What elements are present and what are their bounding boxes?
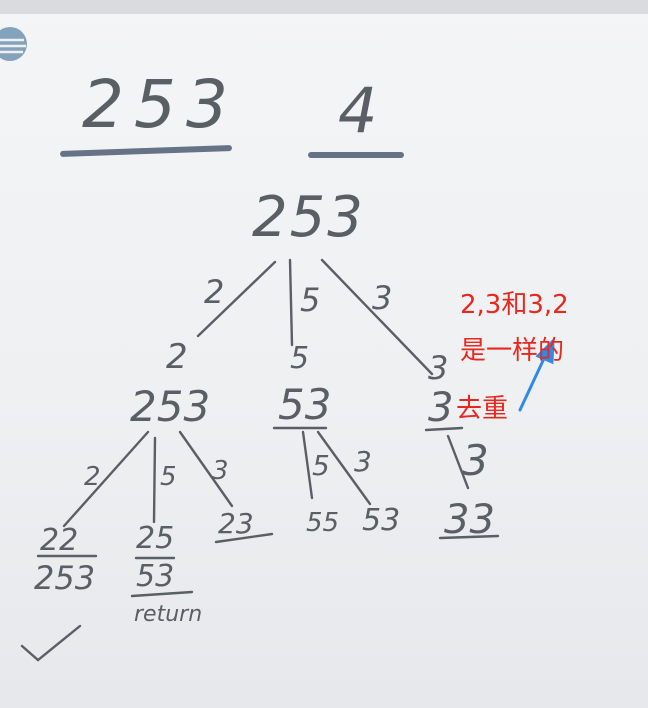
leaf-22: 22 [40,523,79,558]
annotation-line-1: 2,3和3,2 [460,290,569,320]
branch-b-edge-5: 5 [312,449,330,482]
branch-b-edge-3: 3 [354,445,372,478]
leaf-33-underline [438,534,500,540]
edge-root-2 [196,260,277,338]
level2-node-53: 53 [278,380,332,429]
branch-a-edge-5: 5 [160,462,177,492]
branch-c-edge-3: 3 [462,436,489,485]
edge-label-5: 5 [300,281,321,319]
leaf-33: 33 [444,497,495,543]
edge-root-5 [288,258,294,347]
edge-root-3 [320,258,434,376]
whiteboard-top-edge [0,0,648,14]
leaf-23: 23 [218,507,254,540]
level1-node-2: 2 [166,337,188,377]
edge-label-3: 3 [372,279,393,317]
header-digits: 253 [82,66,238,143]
header-k: 4 [338,74,378,147]
edge-a-3 [178,430,234,508]
node-3-underline [424,426,464,432]
edge-b-5 [301,430,314,500]
edge-a-5 [152,436,157,524]
annotation-arrow-icon [518,348,550,412]
tree-root: 253 [252,185,365,250]
annotation-line-2: 是一样的 [460,336,565,366]
edge-label-2: 2 [204,273,225,311]
edge-a-2 [62,430,150,528]
level2-node-3: 3 [428,385,454,431]
leaf-55: 55 [306,508,340,538]
leaf-22-subvalue: 253 [34,559,96,597]
checkmark-icon [20,624,82,662]
annotation-line-3: 去重 [456,394,509,424]
leaf-53: 53 [362,503,401,538]
level2-node-253: 253 [130,382,211,431]
header-k-underline [308,152,404,158]
logo-icon [0,27,27,61]
level1-node-3: 3 [428,349,449,387]
branch-a-edge-3: 3 [212,456,229,486]
leaf-25-underline [130,590,194,598]
leaf-25-subvalue: 53 [136,559,175,594]
leaf-25: 25 [136,521,175,556]
leaf-23-underline [214,532,274,544]
level1-node-5: 5 [290,341,310,376]
edge-b-3 [316,430,372,506]
return-note: return [134,602,203,627]
edge-c-3 [446,434,470,490]
branch-a-edge-2: 2 [84,462,101,492]
